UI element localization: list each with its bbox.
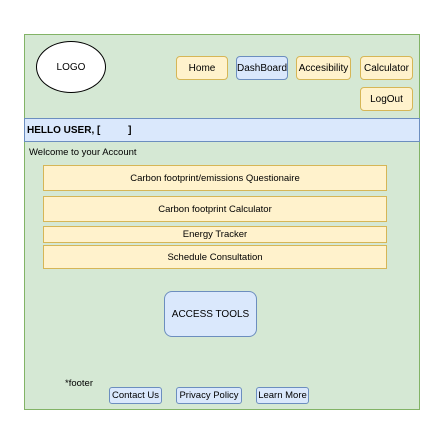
contact-us-link[interactable]: Contact Us [109, 387, 162, 404]
logo[interactable]: LOGO [36, 41, 106, 93]
logout-button[interactable]: LogOut [360, 87, 413, 111]
nav-dashboard-button[interactable]: DashBoard [236, 56, 288, 80]
footer-note: *footer [65, 378, 93, 389]
questionnaire-button[interactable]: Carbon footprint/emissions Questionaire [43, 165, 387, 191]
access-tools-button[interactable]: ACCESS TOOLS [164, 291, 257, 337]
energy-tracker-button[interactable]: Energy Tracker [43, 226, 387, 243]
user-greeting-bar: HELLO USER, [ ] [24, 118, 420, 142]
nav-accessibility-button[interactable]: Accesibility [296, 56, 351, 80]
privacy-policy-link[interactable]: Privacy Policy [176, 387, 242, 404]
schedule-consultation-button[interactable]: Schedule Consultation [43, 245, 387, 269]
welcome-text: Welcome to your Account [29, 147, 137, 158]
page-frame [24, 34, 420, 410]
nav-home-button[interactable]: Home [176, 56, 228, 80]
learn-more-link[interactable]: Learn More [256, 387, 309, 404]
nav-calculator-button[interactable]: Calculator [360, 56, 413, 80]
footprint-calculator-button[interactable]: Carbon footprint Calculator [43, 196, 387, 222]
